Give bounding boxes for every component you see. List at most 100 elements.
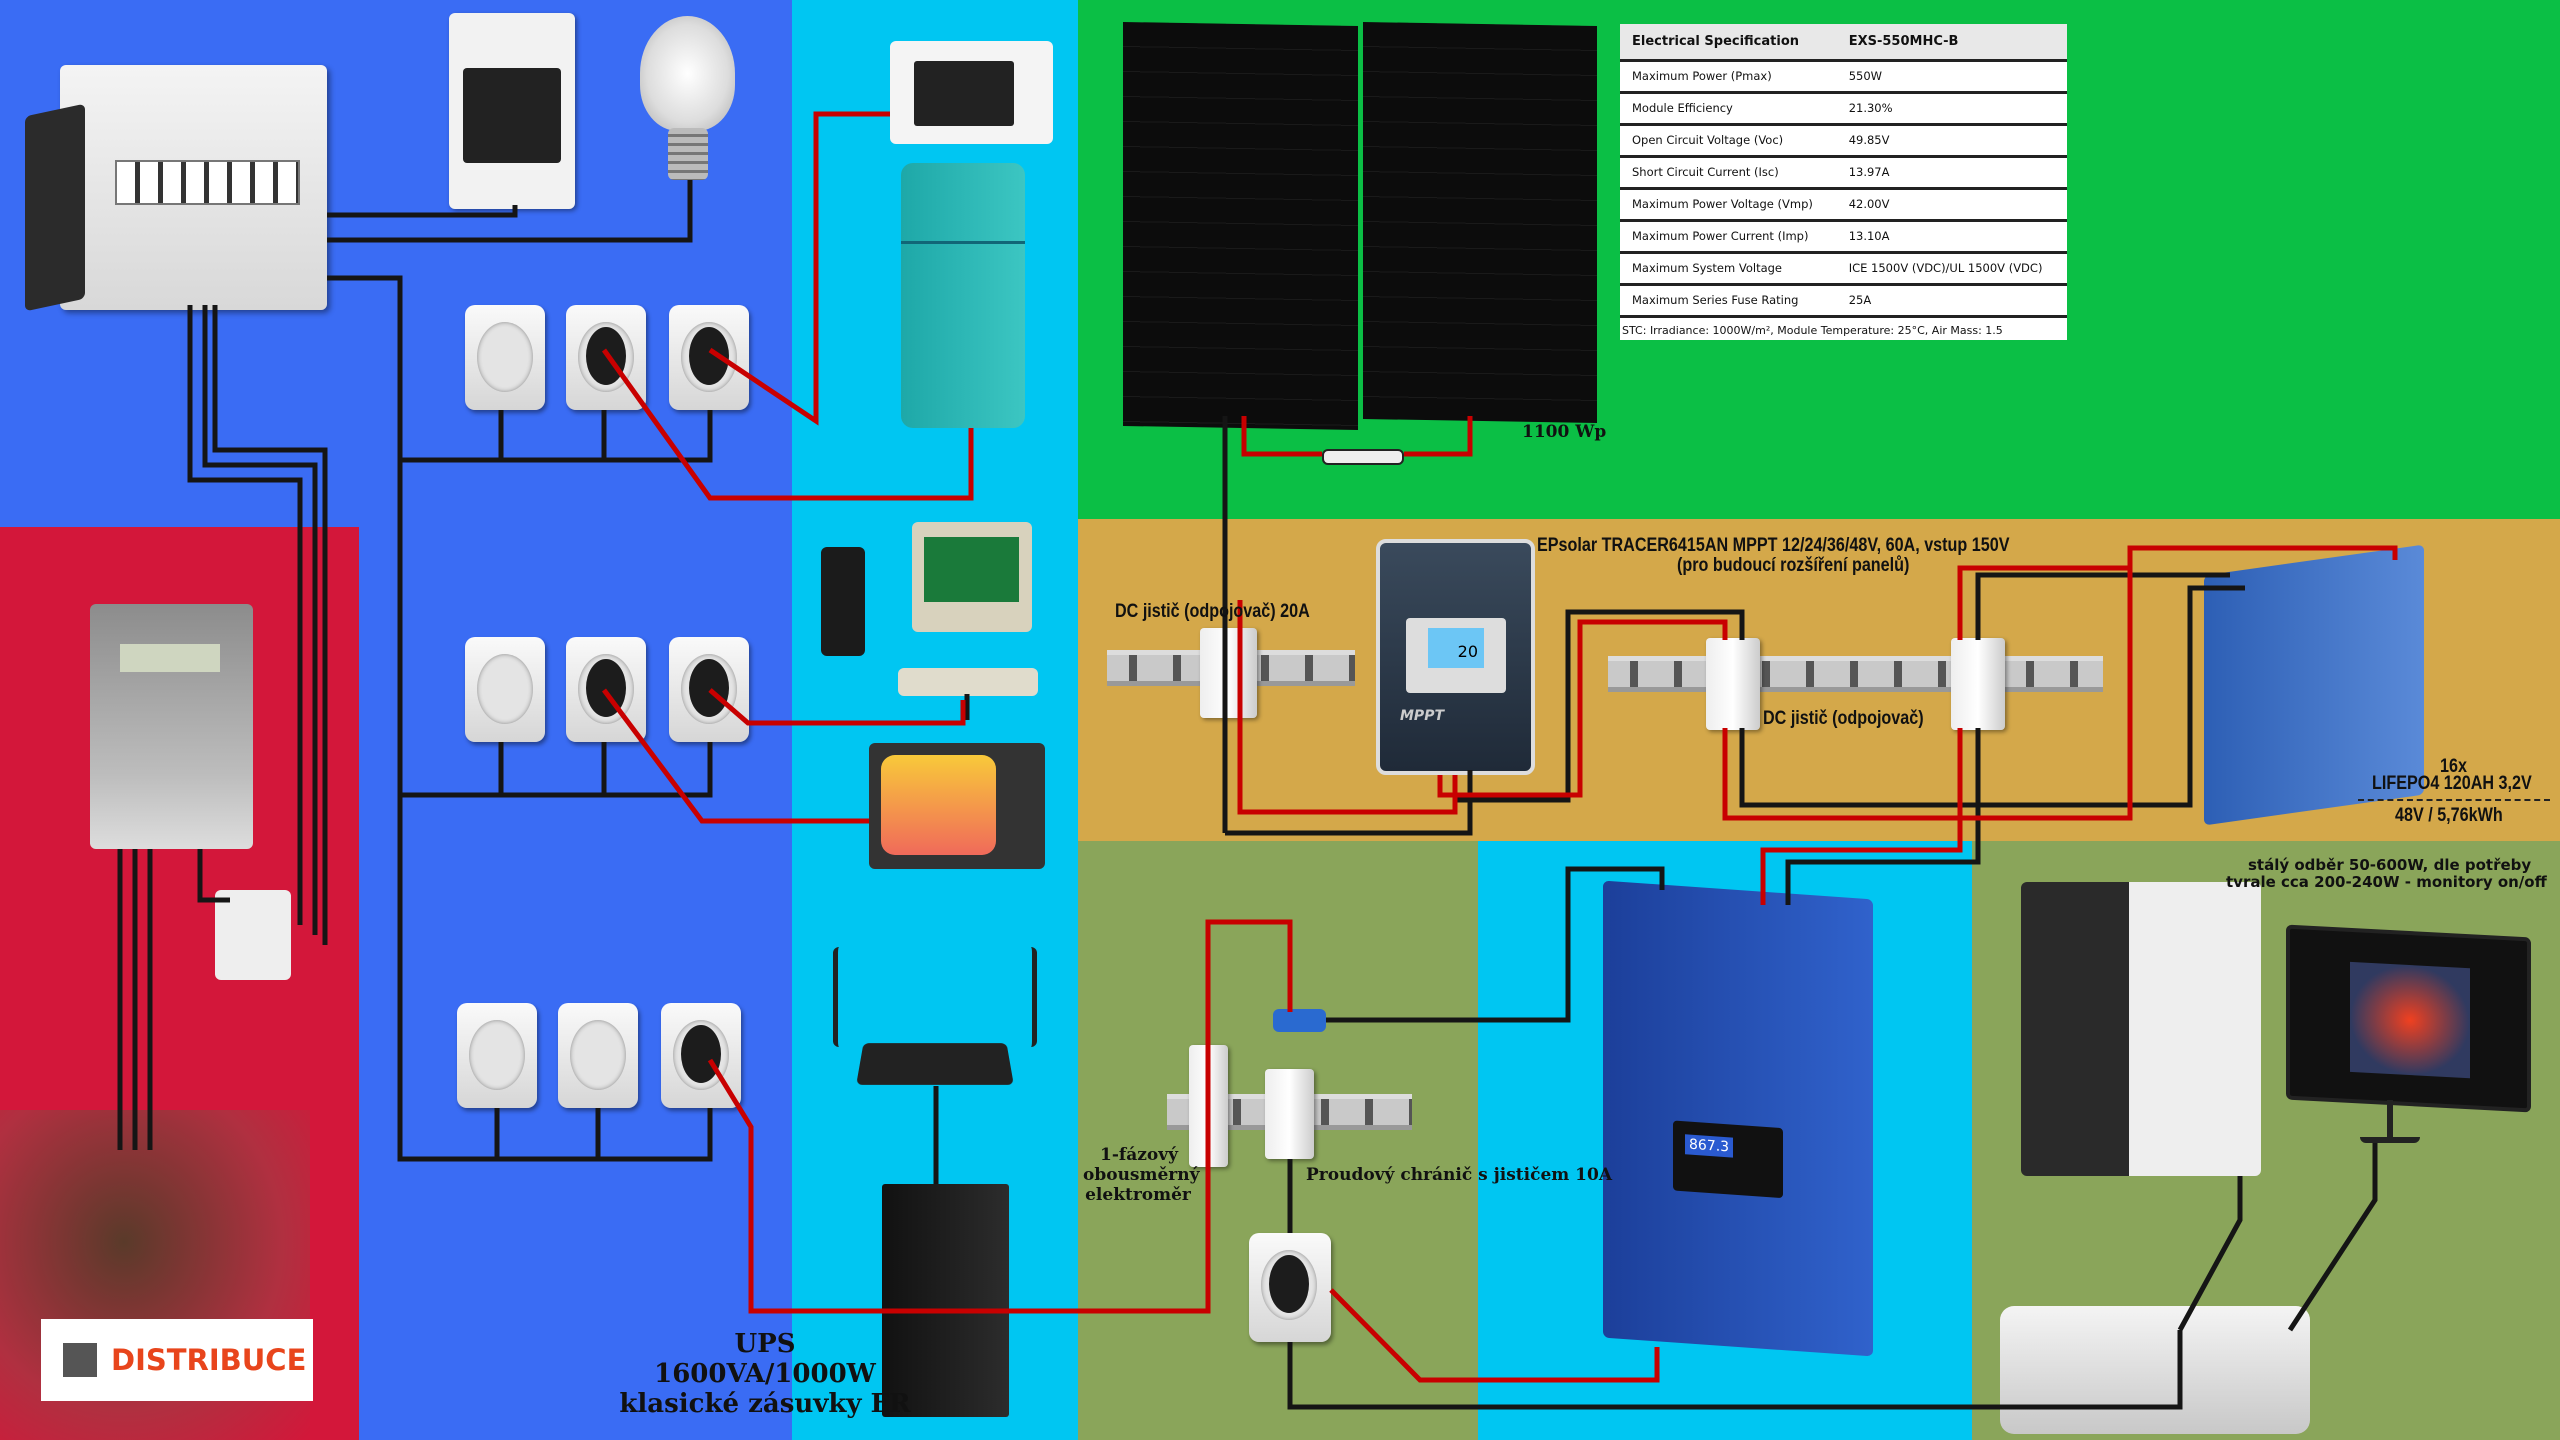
spec-header-model: EXS-550MHC-B bbox=[1836, 24, 2067, 62]
wire bbox=[1975, 572, 2230, 640]
spec-row: Maximum Power Voltage (Vmp)42.00V bbox=[1620, 188, 2067, 222]
mini-pc bbox=[821, 547, 865, 656]
distributor-logo: DISTRIBUCE bbox=[41, 1319, 313, 1401]
power-strip bbox=[2000, 1306, 2310, 1434]
ac-wires-black bbox=[117, 180, 2378, 1410]
socket bbox=[558, 1003, 638, 1108]
wire bbox=[601, 348, 974, 501]
retro-computer bbox=[912, 522, 1032, 632]
wire bbox=[197, 849, 230, 903]
wire bbox=[707, 919, 1293, 1314]
spec-value: 25A bbox=[1836, 284, 2067, 318]
ups bbox=[882, 1184, 1009, 1417]
mppt-brand-text: MPPT bbox=[1400, 708, 1445, 724]
socket-plugged bbox=[669, 637, 749, 742]
spec-value: ICE 1500V (VDC)/UL 1500V (VDC) bbox=[1836, 252, 2067, 286]
wire bbox=[1329, 1288, 1660, 1383]
server-tower bbox=[2021, 882, 2261, 1176]
wire bbox=[2177, 1176, 2243, 1332]
battery-divider bbox=[2358, 799, 2550, 801]
spec-name: Open Circuit Voltage (Voc) bbox=[1620, 124, 1837, 158]
battery-capacity-label: 48V / 5,76kWh bbox=[2395, 805, 2503, 826]
light-bulb bbox=[640, 16, 735, 131]
dc-breaker-20a-label: DC jistič (odpojovač) 20A bbox=[1115, 601, 1310, 622]
spec-name: Maximum Power Voltage (Vmp) bbox=[1620, 188, 1837, 222]
rcbo-label: Proudový chránič s jističem 10A bbox=[1306, 1165, 1613, 1185]
socket bbox=[465, 637, 545, 742]
wire bbox=[1437, 619, 1728, 798]
spec-row: Maximum Power Current (Imp)13.10A bbox=[1620, 220, 2067, 254]
ups-label-2: 1600VA/1000W bbox=[654, 1359, 876, 1389]
current-clamp bbox=[1273, 1009, 1326, 1032]
spec-name: Module Efficiency bbox=[1620, 92, 1837, 126]
battery-cell-label: LIFEPO4 120AH 3,2V bbox=[2372, 773, 2532, 794]
wire bbox=[1287, 1330, 2183, 1410]
wire bbox=[400, 410, 713, 463]
spec-row: Short Circuit Current (Isc)13.97A bbox=[1620, 156, 2067, 190]
wire bbox=[327, 180, 693, 243]
spec-footnote: STC: Irradiance: 1000W/m², Module Temper… bbox=[1622, 323, 2003, 337]
meter-label-2: obousměrný bbox=[1083, 1165, 1200, 1185]
wire bbox=[1785, 728, 1981, 905]
wire bbox=[1225, 770, 1473, 836]
spec-row: Maximum Power (Pmax)550W bbox=[1620, 60, 2067, 94]
wire bbox=[1722, 545, 2398, 821]
spec-name: Maximum Power Current (Imp) bbox=[1620, 220, 1837, 254]
main-breaker bbox=[215, 890, 291, 980]
dc-breaker bbox=[1706, 638, 1760, 730]
spec-value: 42.00V bbox=[1836, 188, 2067, 222]
wire bbox=[1739, 585, 2245, 808]
spec-name: Maximum System Voltage bbox=[1620, 252, 1837, 286]
socket-plugged bbox=[669, 305, 749, 410]
meter-label-3: elektroměr bbox=[1085, 1185, 1191, 1205]
mppt-sublabel: (pro budoucí rozšíření panelů) bbox=[1677, 555, 1910, 576]
load-label-line1: stálý odběr 50-600W, dle potřeby bbox=[2248, 856, 2532, 874]
mppt-display: 20 bbox=[1428, 628, 1484, 668]
spec-row: Open Circuit Voltage (Voc)49.85V bbox=[1620, 124, 2067, 158]
fridge bbox=[901, 163, 1025, 428]
wire bbox=[1241, 416, 1473, 457]
dc-breaker-label: DC jistič (odpojovač) bbox=[1763, 708, 1924, 729]
socket bbox=[457, 1003, 537, 1108]
wire bbox=[601, 688, 869, 824]
electricity-meter bbox=[90, 604, 253, 849]
distributor-name: DISTRIBUCE bbox=[111, 1343, 307, 1377]
battery-count-label: 16x bbox=[2440, 756, 2467, 777]
spec-name: Maximum Series Fuse Rating bbox=[1620, 284, 1837, 318]
microwave bbox=[890, 41, 1053, 144]
ups-label-1: UPS bbox=[734, 1329, 796, 1359]
spec-name: Short Circuit Current (Isc) bbox=[1620, 156, 1837, 190]
wire bbox=[2287, 1143, 2378, 1332]
socket bbox=[465, 305, 545, 410]
spec-value: 13.97A bbox=[1836, 156, 2067, 190]
retro-tv bbox=[869, 743, 1045, 869]
router-antennas bbox=[833, 947, 1037, 1047]
electric-stove bbox=[449, 13, 575, 209]
spec-value: 550W bbox=[1836, 60, 2067, 94]
wire bbox=[327, 205, 518, 218]
din-rail bbox=[1608, 656, 2103, 692]
mc4-connector bbox=[1322, 449, 1404, 465]
spec-value: 49.85V bbox=[1836, 124, 2067, 158]
dc-breaker-20a bbox=[1200, 628, 1257, 718]
wire bbox=[1452, 609, 1745, 803]
wire bbox=[1237, 600, 1458, 815]
spec-value: 21.30% bbox=[1836, 92, 2067, 126]
wires-red bbox=[601, 111, 2398, 1383]
mppt-label: EPsolar TRACER6415AN MPPT 12/24/36/48V, … bbox=[1537, 535, 2010, 556]
mppt-controller: 20 MPPT bbox=[1376, 539, 1535, 775]
load-label-line2: tvrale cca 200-240W - monitory on/off bbox=[2226, 873, 2547, 891]
wire bbox=[117, 849, 153, 1150]
monitor-stand bbox=[2360, 1100, 2420, 1143]
wire bbox=[1957, 565, 2130, 640]
wire bbox=[1760, 728, 1963, 905]
ups-label-3: klasické zásuvky FR bbox=[619, 1389, 911, 1419]
meter-label-1: 1-fázový bbox=[1100, 1145, 1178, 1165]
rcbo-10a bbox=[1265, 1069, 1314, 1159]
wire bbox=[187, 305, 328, 945]
bulb-base bbox=[668, 128, 708, 180]
